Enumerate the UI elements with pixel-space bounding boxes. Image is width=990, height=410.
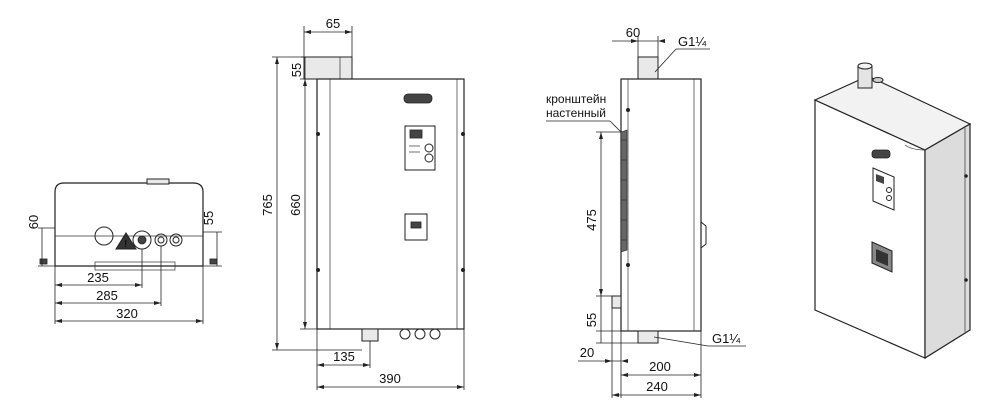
iso-view bbox=[813, 62, 972, 360]
bottom-view-housing bbox=[54, 182, 204, 267]
dim-bottom-width-1: 235 bbox=[87, 270, 109, 285]
bottom-view-base-plate bbox=[94, 261, 176, 271]
bracket-label-line1: кронштейн bbox=[546, 92, 606, 106]
dim-bottom-width-3: 320 bbox=[116, 306, 138, 321]
brand-logo-icon bbox=[403, 93, 433, 104]
bottom-view-mount-left bbox=[39, 258, 48, 265]
dim-side-bottom-height: 55 bbox=[584, 313, 599, 327]
display-icon bbox=[409, 129, 423, 139]
side-view: 60 G1¼ кронштейн настенный 475 55 G1¼ 20 bbox=[546, 25, 746, 398]
dim-side-top-width: 60 bbox=[626, 25, 640, 40]
bottom-view-top-pipe bbox=[146, 178, 170, 185]
bottom-view-mount-right bbox=[209, 258, 218, 265]
svg-text:!: ! bbox=[124, 239, 127, 250]
side-top-pipe bbox=[637, 56, 659, 80]
dim-side-mount-height: 475 bbox=[584, 209, 599, 231]
dim-front-width: 390 bbox=[379, 371, 401, 386]
side-housing bbox=[620, 78, 702, 332]
bottom-view-gland-2 bbox=[169, 233, 183, 247]
bottom-view-outlet bbox=[94, 226, 114, 246]
dim-front-top-offset: 65 bbox=[326, 16, 340, 31]
dim-front-top-height: 55 bbox=[289, 63, 304, 77]
side-mount-bracket bbox=[620, 129, 628, 253]
warning-triangle-icon bbox=[115, 232, 137, 250]
dim-front-total-height: 765 bbox=[260, 194, 275, 216]
front-control-panel bbox=[404, 125, 436, 171]
side-bottom-pipe bbox=[637, 330, 659, 344]
dim-front-body-height: 660 bbox=[288, 194, 303, 216]
bottom-view: ! 60 55 235 285 320 bbox=[26, 178, 222, 324]
front-view: 65 55 765 660 135 390 bbox=[260, 16, 465, 390]
thread-label-bottom: G1¼ bbox=[712, 331, 740, 346]
side-wall-spacer bbox=[611, 295, 622, 309]
front-top-pipe bbox=[303, 56, 353, 80]
front-gland-2 bbox=[414, 328, 426, 340]
front-gland-3 bbox=[429, 328, 441, 340]
front-bottom-pipe bbox=[361, 328, 379, 342]
front-housing bbox=[316, 78, 465, 330]
dim-side-depth-total: 240 bbox=[646, 379, 668, 394]
dim-bottom-height-left: 60 bbox=[26, 215, 41, 229]
dim-bottom-height-right: 55 bbox=[201, 211, 216, 225]
thread-label-top: G1¼ bbox=[678, 34, 706, 49]
dim-front-bottom-offset: 135 bbox=[333, 349, 355, 364]
front-breaker bbox=[404, 213, 428, 241]
iso-brand-logo-icon bbox=[871, 149, 891, 159]
dim-side-bottom-left: 20 bbox=[580, 345, 594, 360]
front-gland-1 bbox=[399, 328, 411, 340]
bracket-label-line2: настенный bbox=[546, 106, 606, 120]
iso-side-face bbox=[924, 122, 971, 360]
dim-bottom-width-2: 285 bbox=[96, 288, 118, 303]
dim-side-depth-inner: 200 bbox=[649, 359, 671, 374]
